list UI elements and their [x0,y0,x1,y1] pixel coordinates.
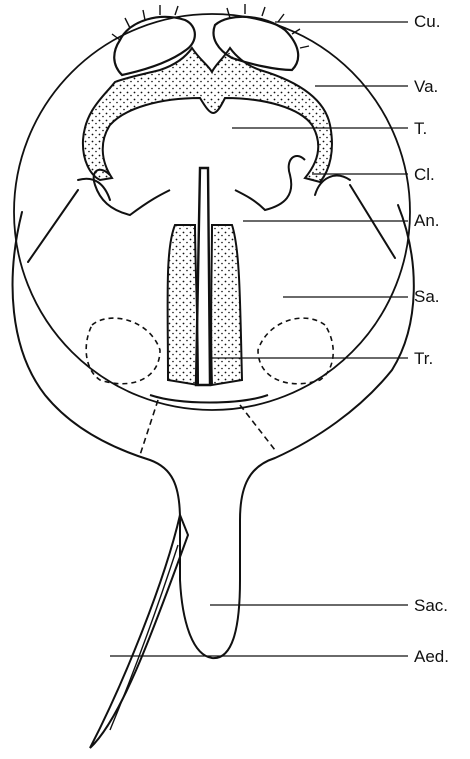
anellus-column-left [168,225,198,385]
label-aed: Aed. [414,648,449,665]
label-sac: Sac. [414,597,448,614]
label-cl: Cl. [414,166,435,183]
label-sa: Sa. [414,288,440,305]
label-cu: Cu. [414,13,440,30]
clasper-right [235,156,305,210]
process-left [140,400,158,455]
label-an: An. [414,212,440,229]
label-tr: Tr. [414,350,433,367]
label-va: Va. [414,78,438,95]
aedeagus [90,515,188,748]
transtilla-base [150,395,268,403]
process-right [240,405,275,450]
sacculus-right [258,318,333,384]
anellus-column-right [211,225,242,385]
label-t: T. [414,120,427,137]
